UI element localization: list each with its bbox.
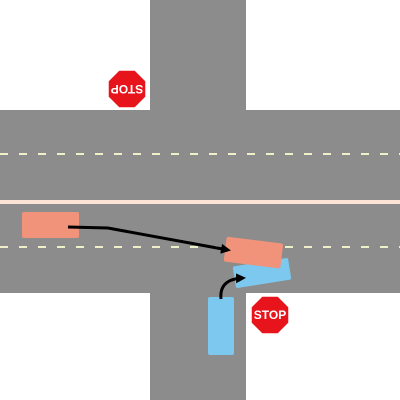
stop-sign-top: STOP xyxy=(107,69,147,109)
stop-sign-label: STOP xyxy=(254,308,286,322)
red-car-start xyxy=(22,212,79,238)
red-car-path-arrow xyxy=(67,225,231,254)
stop-sign-label: STOP xyxy=(111,82,143,96)
blue-car-path-arrow xyxy=(219,273,246,300)
red-car-end xyxy=(223,236,284,269)
center-divider xyxy=(0,200,400,204)
stop-sign-octagon xyxy=(250,295,290,335)
stop-sign-octagon xyxy=(107,69,147,109)
blue-car-start xyxy=(208,297,234,355)
stop-sign-bottom: STOP xyxy=(250,295,290,335)
